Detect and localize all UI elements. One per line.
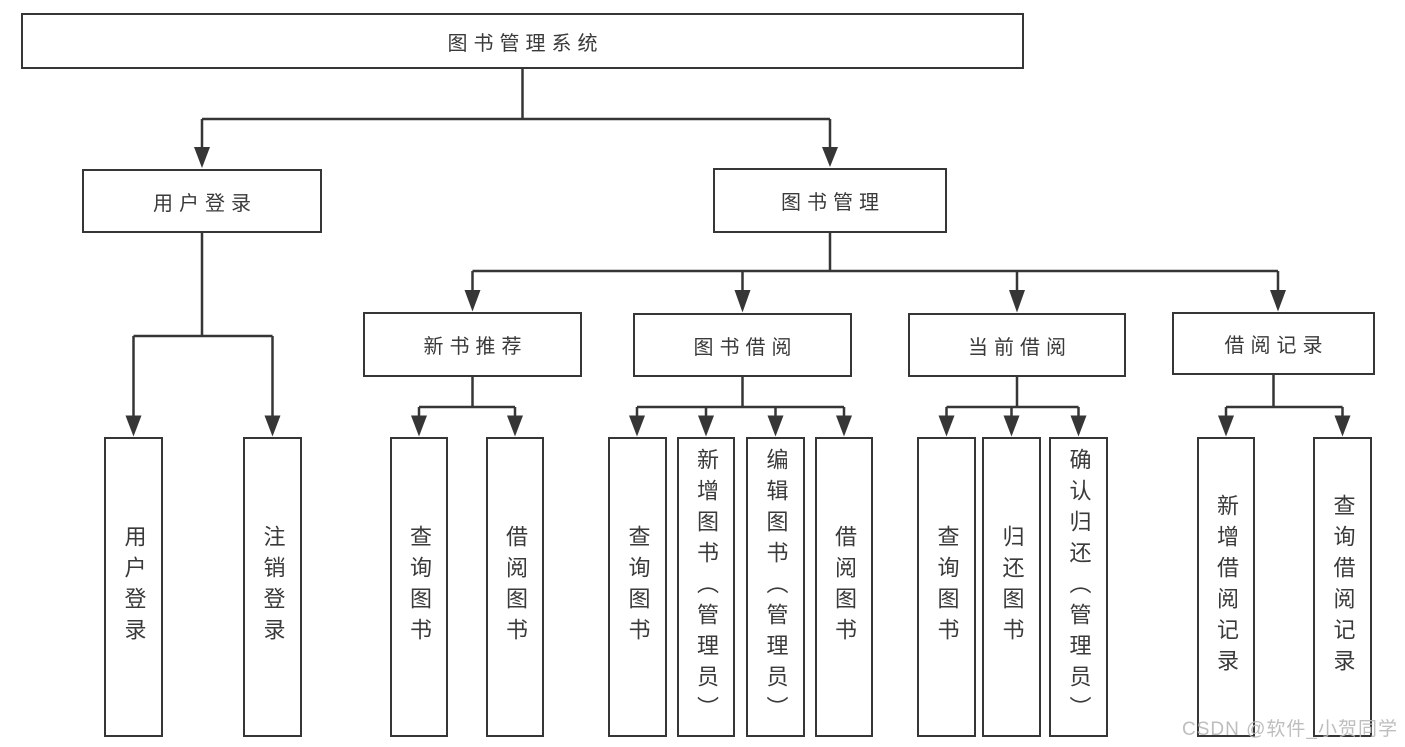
leaf-query-book-current-label: 查询图书 — [934, 525, 960, 649]
leaf-logout-label: 注销登录 — [260, 525, 286, 649]
leaf-query-book-borrow: 查询图书 — [608, 437, 667, 737]
leaf-borrow-book-recommend: 借阅图书 — [486, 437, 544, 737]
leaf-confirm-return-admin: 确认归还（管理员） — [1049, 437, 1108, 737]
csdn-watermark: CSDN @软件_小贺同学 — [1182, 719, 1398, 740]
leaf-return-book-label: 归还图书 — [999, 525, 1025, 649]
leaf-borrow-book-label: 借阅图书 — [832, 525, 857, 649]
node-borrow-records: 借阅记录 — [1172, 312, 1375, 375]
leaf-confirm-return-admin-label: 确认归还（管理员） — [1066, 447, 1092, 727]
connector-root-to-level2 — [200, 68, 832, 150]
node-user-login: 用户登录 — [82, 169, 322, 233]
node-current-borrow: 当前借阅 — [908, 313, 1126, 377]
leaf-query-book-recommend: 查询图书 — [390, 437, 448, 737]
leaf-add-book-admin-label: 新增图书（管理员） — [694, 447, 719, 727]
leaf-add-borrow-record: 新增借阅记录 — [1197, 437, 1255, 737]
leaf-query-borrow-record: 查询借阅记录 — [1313, 437, 1372, 737]
leaf-return-book: 归还图书 — [982, 437, 1041, 737]
connector-borrow-record-branch — [1224, 375, 1344, 418]
node-book-borrow: 图书借阅 — [633, 313, 852, 377]
node-root: 图书管理系统 — [21, 13, 1024, 69]
leaf-edit-book-admin: 编辑图书（管理员） — [746, 437, 805, 737]
leaf-borrow-book: 借阅图书 — [815, 437, 873, 737]
arrowheads — [125, 147, 1351, 437]
leaf-query-borrow-record-label: 查询借阅记录 — [1330, 494, 1356, 680]
connector-new-book-branch — [417, 377, 517, 418]
node-book-management: 图书管理 — [713, 168, 947, 233]
leaf-query-book-borrow-label: 查询图书 — [625, 525, 651, 649]
node-new-book-recommend: 新书推荐 — [363, 312, 582, 377]
leaf-add-borrow-record-label: 新增借阅记录 — [1214, 494, 1239, 680]
leaf-logout: 注销登录 — [243, 437, 302, 737]
connector-book-borrow-branch — [635, 377, 846, 418]
leaf-user-login: 用户登录 — [104, 437, 163, 737]
leaf-query-book-current: 查询图书 — [917, 437, 976, 737]
leaf-add-book-admin: 新增图书（管理员） — [677, 437, 735, 737]
leaf-borrow-book-recommend-label: 借阅图书 — [503, 525, 528, 649]
connector-user-login-branch — [132, 233, 274, 417]
leaf-query-book-recommend-label: 查询图书 — [407, 525, 432, 649]
connector-current-borrow-branch — [945, 377, 1080, 418]
connector-book-management-branch — [471, 233, 1280, 292]
leaf-user-login-label: 用户登录 — [121, 525, 147, 649]
leaf-edit-book-admin-label: 编辑图书（管理员） — [763, 447, 789, 727]
